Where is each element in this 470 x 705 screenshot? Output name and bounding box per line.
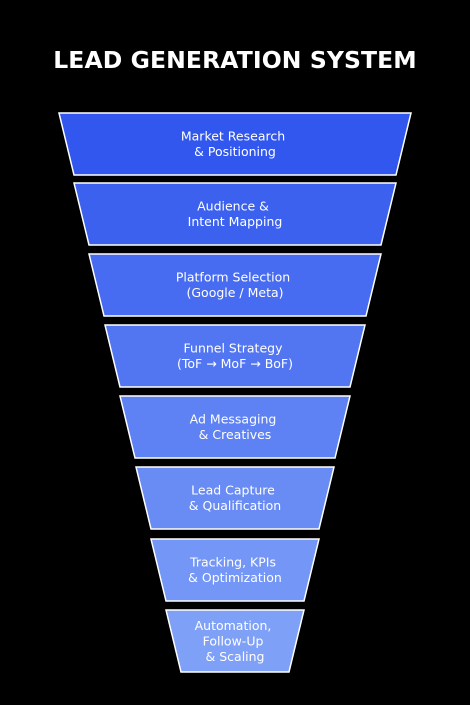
stage-label-line: & Creatives — [199, 427, 272, 442]
stage-shape — [73, 182, 397, 246]
stage-label-line: & Optimization — [188, 570, 282, 585]
stage-label-line: Tracking, KPIs — [189, 555, 276, 570]
stage-ad-messaging: Ad Messaging & Creatives — [119, 395, 351, 459]
stage-label: Lead Capture & Qualification — [189, 483, 281, 513]
stage-tracking-kpis: Tracking, KPIs & Optimization — [150, 538, 320, 602]
stage-label: Tracking, KPIs & Optimization — [188, 555, 282, 586]
stage-label-line: Platform Selection — [176, 270, 290, 285]
stage-shape — [150, 538, 320, 602]
stage-shape — [135, 466, 335, 530]
stage-market-research: Market Research & Positioning — [58, 112, 412, 176]
stage-label-line: & Qualification — [189, 498, 281, 513]
stage-label-line: Lead Capture — [191, 483, 275, 498]
stage-label: Audience & Intent Mapping — [188, 199, 283, 230]
stage-label-line: Follow-Up — [203, 633, 264, 648]
stage-label-line: Audience & — [197, 199, 269, 214]
stage-label: Automation, Follow-Up & Scaling — [195, 618, 276, 664]
stage-label-line: Ad Messaging — [190, 412, 277, 427]
stage-funnel-strategy: Funnel Strategy (ToF → MoF → BoF) — [104, 324, 366, 388]
stage-shape — [58, 112, 412, 176]
stage-lead-capture: Lead Capture & Qualification — [135, 466, 335, 530]
stage-label: Ad Messaging & Creatives — [190, 412, 281, 443]
stage-shape — [88, 253, 382, 317]
stage-label-line: (Google / Meta) — [186, 285, 283, 300]
stage-audience-intent: Audience & Intent Mapping — [73, 182, 397, 246]
stage-label-line: Funnel Strategy — [184, 341, 284, 356]
stage-shape — [165, 609, 305, 673]
stage-label-line: Intent Mapping — [188, 214, 283, 229]
page-title: LEAD GENERATION SYSTEM — [53, 46, 417, 74]
stage-label: Funnel Strategy (ToF → MoF → BoF) — [177, 341, 293, 372]
stage-label: Platform Selection (Google / Meta) — [176, 270, 294, 301]
stage-label: Market Research & Positioning — [181, 129, 289, 160]
stage-label-line: Market Research — [181, 129, 285, 144]
stage-label-line: (ToF → MoF → BoF) — [177, 356, 293, 371]
stage-label-line: Automation, — [195, 618, 272, 633]
stage-platform-selection: Platform Selection (Google / Meta) — [88, 253, 382, 317]
stage-shape — [119, 395, 351, 459]
stage-label-line: & Positioning — [194, 144, 276, 159]
stage-shape — [104, 324, 366, 388]
stage-label-line: & Scaling — [206, 649, 265, 664]
stage-automation: Automation, Follow-Up & Scaling — [165, 609, 305, 673]
